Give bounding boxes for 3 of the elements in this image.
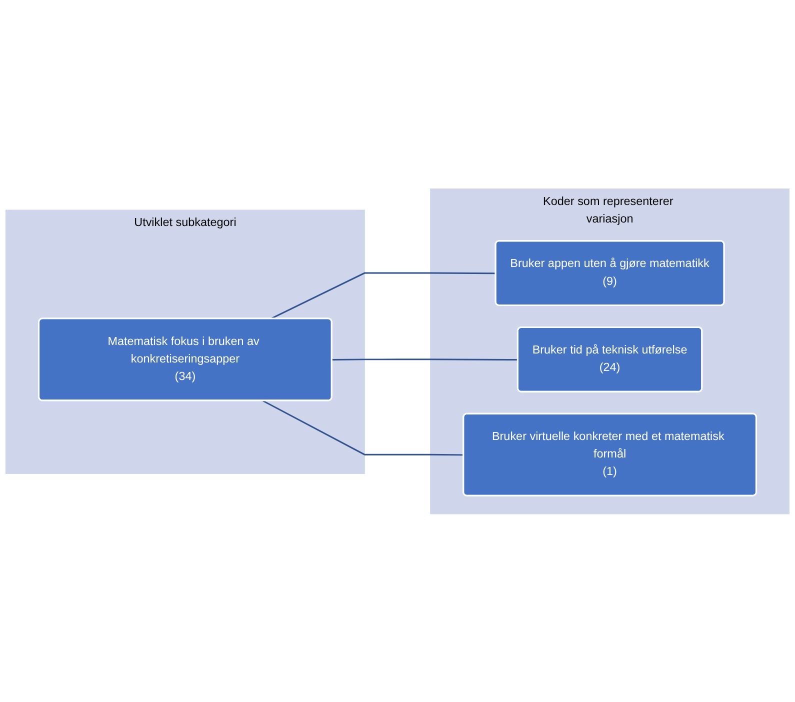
connector bbox=[332, 358, 518, 360]
connector bbox=[262, 400, 464, 456]
connector bbox=[270, 272, 496, 320]
